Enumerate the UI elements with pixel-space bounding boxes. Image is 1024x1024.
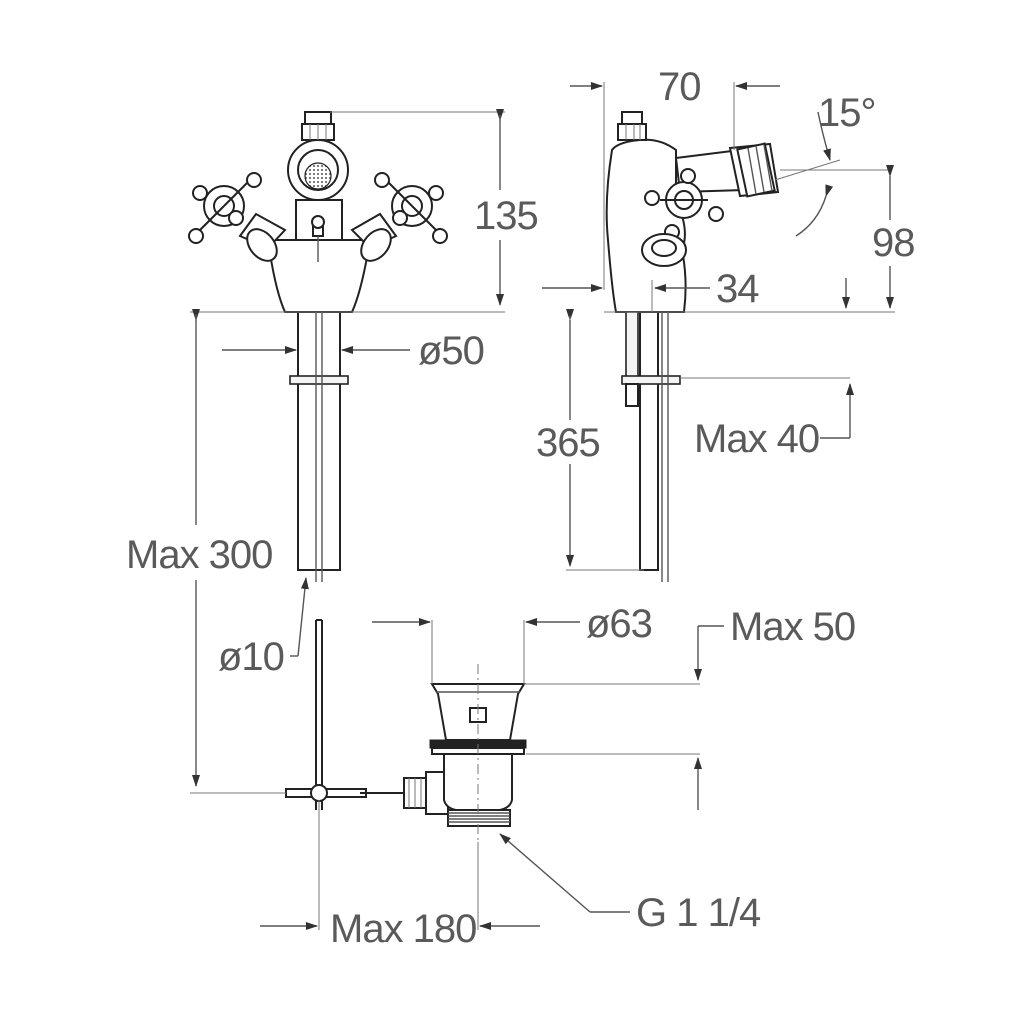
label-98: 98 — [872, 221, 915, 265]
label-max-180: Max 180 — [330, 907, 476, 951]
side-dimensions — [542, 82, 895, 571]
front-view — [188, 111, 448, 582]
label-diameter-50: ø50 — [418, 329, 484, 373]
label-max-300: Max 300 — [126, 533, 272, 577]
label-70: 70 — [658, 65, 701, 109]
label-34: 34 — [716, 267, 759, 311]
label-135: 135 — [474, 194, 538, 238]
front-dimensions — [190, 109, 505, 787]
label-15-degrees: 15° — [818, 91, 876, 135]
label-max-40: Max 40 — [694, 417, 819, 461]
label-diameter-10: ø10 — [218, 635, 284, 679]
waste-dimensions — [190, 618, 724, 930]
waste-assembly — [285, 619, 527, 842]
label-diameter-63: ø63 — [586, 602, 652, 646]
label-365: 365 — [536, 421, 600, 465]
label-thread: G 1 1/4 — [636, 891, 761, 935]
dimension-labels: 135 ø50 Max 300 ø10 70 15° 98 34 365 Max… — [126, 65, 916, 951]
label-max-50: Max 50 — [730, 605, 855, 649]
side-view — [605, 111, 780, 582]
